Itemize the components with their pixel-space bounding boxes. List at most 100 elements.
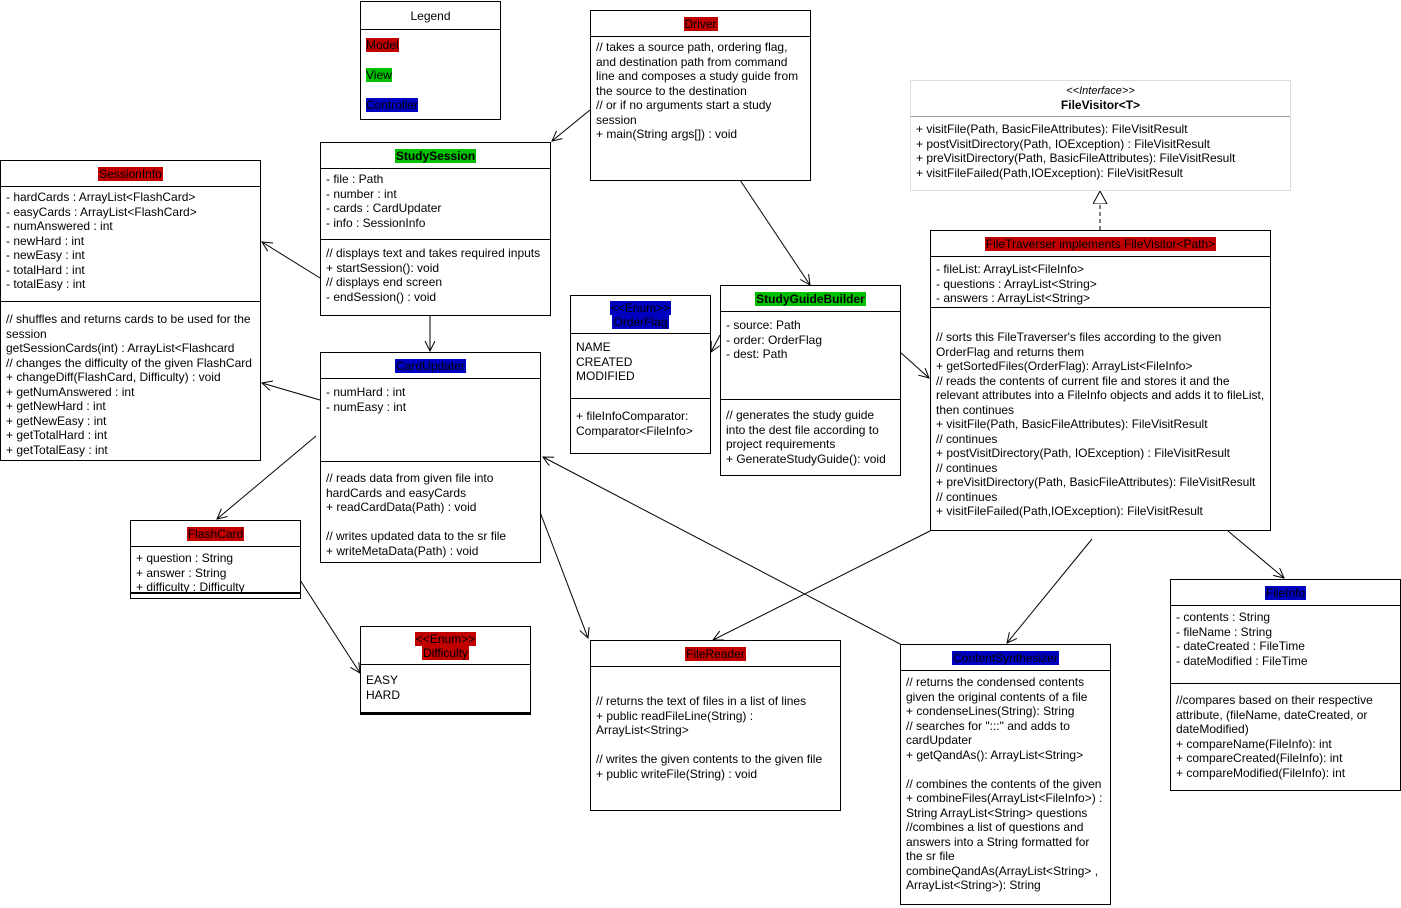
member-line: - newEasy : int (6, 248, 85, 262)
member-line: getSessionCards(int) : ArrayList<Flashca… (6, 341, 235, 355)
member-line: CREATED (576, 354, 633, 369)
edge-studyguidebuilder-filetraverser (899, 351, 929, 378)
edge-contentsynthesizer-cardupdater (543, 457, 903, 646)
member-line: - fileName : String (1176, 624, 1273, 639)
member-line: // writes updated data to the sr file (326, 529, 507, 543)
difficulty-stereotype: <<Enum>> (414, 632, 477, 646)
member-line: //compares based on their respective (1176, 693, 1373, 707)
edge-filetraverser-fileinfo (1227, 530, 1284, 578)
member-line: + public readFileLine(String) : (596, 708, 754, 723)
class-name-file-reader: FileReader (685, 647, 746, 661)
member-line: //combines a list of questions and (906, 820, 1084, 834)
session-info-methods: // shuffles and returns cards to be used… (1, 301, 260, 460)
class-card-updater: CardUpdater - numHard : int- numEasy : i… (320, 352, 541, 563)
class-file-info: FileInfo - contents : String- fileName :… (1170, 579, 1401, 791)
edge-driver-studyguidebuilder (739, 179, 810, 285)
member-line: + postVisitDirectory(Path, IOException) … (916, 136, 1210, 151)
member-line: the sr file (906, 849, 955, 863)
member-line: + preVisitDirectory(Path, BasicFileAttri… (936, 475, 1256, 489)
member-line (326, 515, 535, 530)
member-line: + question : String (136, 551, 234, 565)
edge-cardupdater-sessioninfo (262, 383, 321, 401)
member-line: ArrayList<String>): String (906, 878, 1041, 892)
member-line: - numHard : int (326, 385, 406, 399)
member-line: - questions : ArrayList<String> (936, 276, 1097, 291)
member-line: - info : SessionInfo (326, 215, 426, 230)
edge-cardupdater-flashcard (217, 435, 317, 519)
member-line: + getNewEasy : int (6, 413, 107, 428)
member-line: - hardCards : ArrayList<FlashCard> (6, 190, 196, 204)
member-line: + answer : String (136, 565, 227, 580)
member-line: + compareModified(FileInfo): int (1176, 765, 1346, 780)
member-line: // writes the given contents to the give… (596, 752, 823, 766)
member-line: OrderFlag and returns them (936, 344, 1085, 359)
member-line: the source to the destination (596, 83, 747, 98)
class-name-study-session: StudySession (394, 149, 477, 163)
member-line: + GenerateStudyGuide(): void (726, 451, 886, 466)
member-line: - newHard : int (6, 233, 85, 248)
member-line: // sorts this FileTraverser's files acco… (936, 330, 1222, 344)
legend-box: Legend Model View Controller (360, 1, 501, 120)
class-file-traverser: FileTraverser implements FileVisitor<Pat… (930, 230, 1271, 531)
edge-filetraverser-contentsynthesizer (1007, 538, 1093, 643)
member-line: // continues (936, 460, 998, 475)
member-line: + public writeFile(String) : void (596, 766, 758, 781)
class-name-driver: Driver (683, 17, 718, 31)
edge-flashcard-difficulty (299, 579, 360, 673)
member-line: - cards : CardUpdater (326, 201, 442, 215)
flash-card-fields: + question : String+ answer : String+ di… (131, 547, 300, 594)
edge-studyguidebuilder-orderflag (711, 334, 721, 352)
class-name-file-traverser: FileTraverser implements FileVisitor<Pat… (984, 237, 1217, 251)
member-line: - dateModified : FileTime (1176, 653, 1308, 668)
member-line: combineQandAs(ArrayList<String> , (906, 863, 1099, 878)
member-line: + fileInfoComparator: (576, 409, 689, 423)
member-line: - contents : String (1176, 610, 1271, 624)
legend-item-view: View (366, 68, 392, 82)
member-line: - dest: Path (726, 347, 788, 361)
member-line: NAME (576, 340, 611, 354)
member-line: EASY (366, 673, 399, 687)
member-line: dateModified) (1176, 722, 1249, 736)
member-line: - endSession() : void (326, 289, 437, 304)
member-line: line and composes a study guide from (596, 69, 799, 83)
class-name-session-info: SessionInfo (98, 167, 163, 181)
class-name-content-synthesizer: ContentSynthesizer (952, 651, 1059, 665)
legend-title: Legend (361, 2, 500, 30)
class-flash-card: FlashCard + question : String+ answer : … (130, 520, 301, 599)
class-study-session: StudySession - file : Path- number : int… (320, 142, 551, 316)
member-line: - easyCards : ArrayList<FlashCard> (6, 204, 197, 219)
member-line: - fileList: ArrayList<FileInfo> (936, 262, 1085, 276)
member-line: // reads data from given file into (326, 471, 494, 485)
study-session-methods: // displays text and takes required inpu… (321, 239, 550, 307)
class-name-order-flag: OrderFlag (612, 315, 669, 329)
member-line: + preVisitDirectory(Path, BasicFileAttri… (916, 151, 1236, 165)
class-content-synthesizer: ContentSynthesizer // returns the conden… (900, 644, 1111, 905)
member-line: hardCards and easyCards (326, 485, 467, 500)
member-line: String ArrayList<String> questions (906, 805, 1088, 820)
member-line: + getNumAnswered : int (6, 384, 135, 399)
member-line: attribute, (fileName, dateCreated, or (1176, 707, 1368, 722)
member-line: - answers : ArrayList<String> (936, 291, 1091, 305)
member-line: + readCardData(Path) : void (326, 500, 477, 514)
legend-item-model: Model (366, 38, 399, 52)
member-line: answers into a String formatted for (906, 834, 1090, 849)
member-line: MODIFIED (576, 369, 635, 383)
member-line: // displays end screen (326, 275, 443, 289)
study-session-fields: - file : Path- number : int- cards : Car… (321, 169, 550, 239)
member-line: + writeMetaData(Path) : void (326, 543, 479, 558)
member-line: - numEasy : int (326, 399, 407, 414)
member-line: - source: Path (726, 318, 801, 332)
member-line: + postVisitDirectory(Path, IOException) … (936, 446, 1230, 460)
member-line: // generates the study guide (726, 408, 875, 422)
member-line: + changeDiff(FlashCard, Difficulty) : vo… (6, 370, 221, 384)
file-reader-methods: // returns the text of files in a list o… (591, 667, 840, 784)
member-line: - totalHard : int (6, 262, 85, 277)
member-line: session (6, 326, 47, 341)
member-line: + startSession(): void (326, 260, 440, 275)
member-line: Comparator<FileInfo> (576, 423, 693, 438)
